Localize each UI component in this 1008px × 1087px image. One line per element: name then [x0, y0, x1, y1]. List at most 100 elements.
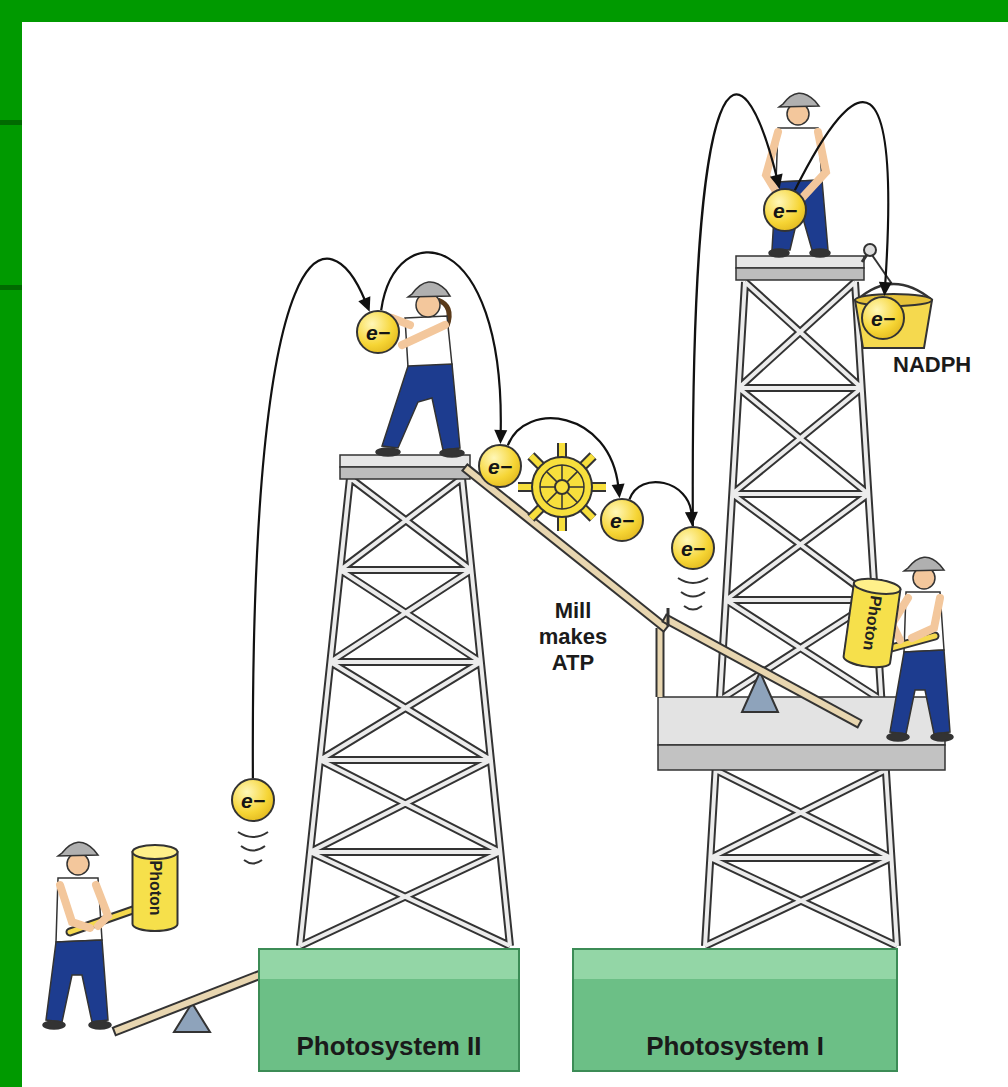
flow-arrow-line	[693, 94, 777, 526]
tower-psi-part	[705, 282, 897, 946]
pulley-bucket-part	[872, 255, 892, 284]
atp-mill-wheel-part	[518, 443, 606, 531]
worker-psii-part	[408, 282, 450, 297]
worker-psii	[376, 282, 464, 457]
worker-psii-part	[376, 448, 400, 456]
worker-psi-top-part	[769, 249, 789, 257]
atp-mill-wheel-part	[532, 457, 592, 517]
arrow-head	[770, 173, 783, 188]
bounce-marks-part	[244, 860, 262, 864]
ramp-and-seesaw-part	[658, 628, 663, 697]
worker-psi-top-part	[810, 249, 830, 257]
arrow-head	[612, 484, 625, 499]
flow-arrow-line	[381, 252, 501, 433]
slide-background-part	[0, 285, 22, 290]
worker-hammer-left-part	[60, 885, 90, 928]
tower-psi-part	[658, 745, 945, 770]
flow-arrow	[381, 252, 507, 444]
arrow-head	[685, 512, 698, 526]
photon-hammer-head: Photon	[131, 844, 179, 932]
atp-mill-wheel-part	[555, 480, 569, 494]
bounce-marks-part	[684, 606, 702, 610]
photon-cylinder-body	[133, 852, 178, 931]
electron-ball: e−	[356, 310, 400, 354]
ramp-and-seesaw	[468, 470, 856, 722]
atp-mill-wheel-part	[518, 443, 606, 531]
callout-label: NADPH	[893, 352, 971, 378]
bounce-marks-part	[678, 578, 708, 583]
flow-arrow	[795, 102, 892, 296]
tower-psi-part	[705, 282, 897, 946]
flow-arrow-line	[795, 102, 888, 285]
node-label: e−	[871, 308, 895, 329]
atp-mill-wheel-part	[540, 465, 584, 509]
flow-arrow-line	[508, 418, 619, 487]
tower-psii	[300, 455, 510, 946]
pulley-bucket	[855, 244, 932, 348]
ramp-and-seesaw-part	[668, 620, 856, 722]
photosystem-base: Photosystem I	[572, 948, 898, 1072]
worker-psi-top	[766, 93, 830, 257]
node-label: e−	[610, 510, 634, 531]
node-label: Photosystem II	[297, 1032, 482, 1061]
worker-psii-part	[382, 364, 460, 450]
atp-mill-wheel	[518, 443, 606, 531]
tower-psii-part	[300, 478, 510, 946]
bounce-marks-part	[241, 846, 265, 851]
node-label: e−	[366, 322, 390, 343]
electron-ball: e−	[763, 188, 807, 232]
worker-psi-top-part	[802, 132, 826, 198]
node-label: e−	[681, 538, 705, 559]
worker-psi-top-part	[779, 93, 819, 107]
electron-ball: e−	[231, 778, 275, 822]
flow-arrow	[253, 259, 371, 778]
worker-hammer-right-part	[912, 598, 940, 638]
photon-hammer-head: Photon	[841, 575, 903, 671]
photosystem-base: Photosystem II	[258, 948, 520, 1072]
worker-hammer-right-part	[931, 733, 953, 741]
slide-background-part	[0, 120, 22, 125]
electron-ball: e−	[478, 444, 522, 488]
photon-cylinder-body	[843, 583, 901, 670]
flow-arrow-line	[253, 259, 366, 778]
flow-arrow	[508, 418, 625, 498]
node-label: e−	[488, 456, 512, 477]
worker-hammer-right-part	[887, 733, 909, 741]
worker-psii-part	[440, 449, 464, 457]
pulley-bucket-part	[864, 244, 876, 256]
tower-psi-part	[736, 268, 864, 280]
photon-cylinder-top	[853, 576, 901, 596]
worker-hammer-left-part	[46, 940, 108, 1022]
photon-cylinder-top	[133, 845, 178, 859]
worker-hammer-left-part	[58, 842, 98, 856]
atp-mill-wheel-part	[540, 465, 584, 509]
worker-hammer-right-part	[890, 650, 950, 734]
ramp-and-seesaw-part	[668, 620, 856, 722]
ramp-and-seesaw-part	[667, 608, 670, 626]
bounce-marks-part	[238, 832, 268, 837]
bounce-marks	[238, 578, 708, 864]
worker-hammer-right-part	[904, 557, 944, 571]
arrow-head	[494, 430, 507, 444]
worker-hammer-left-part	[89, 1021, 111, 1029]
bounce-marks-part	[681, 592, 705, 597]
slide-background-part	[22, 22, 1008, 1087]
tower-psii-part	[300, 478, 510, 946]
arrow-head	[358, 296, 370, 311]
callout-label: Mill makes ATP	[533, 598, 613, 676]
tower-psi-part	[736, 256, 864, 268]
node-label: Photon	[147, 860, 163, 915]
node-label: e−	[773, 200, 797, 221]
ramp-and-seesaw-part	[656, 628, 665, 697]
tower-psii-part	[340, 467, 470, 479]
flow-arrow	[693, 94, 783, 526]
worker-psii-part	[402, 325, 445, 345]
worker-hammer-left-part	[96, 885, 108, 926]
electron-ball: e−	[671, 526, 715, 570]
node-label: Photosystem I	[646, 1032, 824, 1061]
electron-ball: e−	[600, 498, 644, 542]
